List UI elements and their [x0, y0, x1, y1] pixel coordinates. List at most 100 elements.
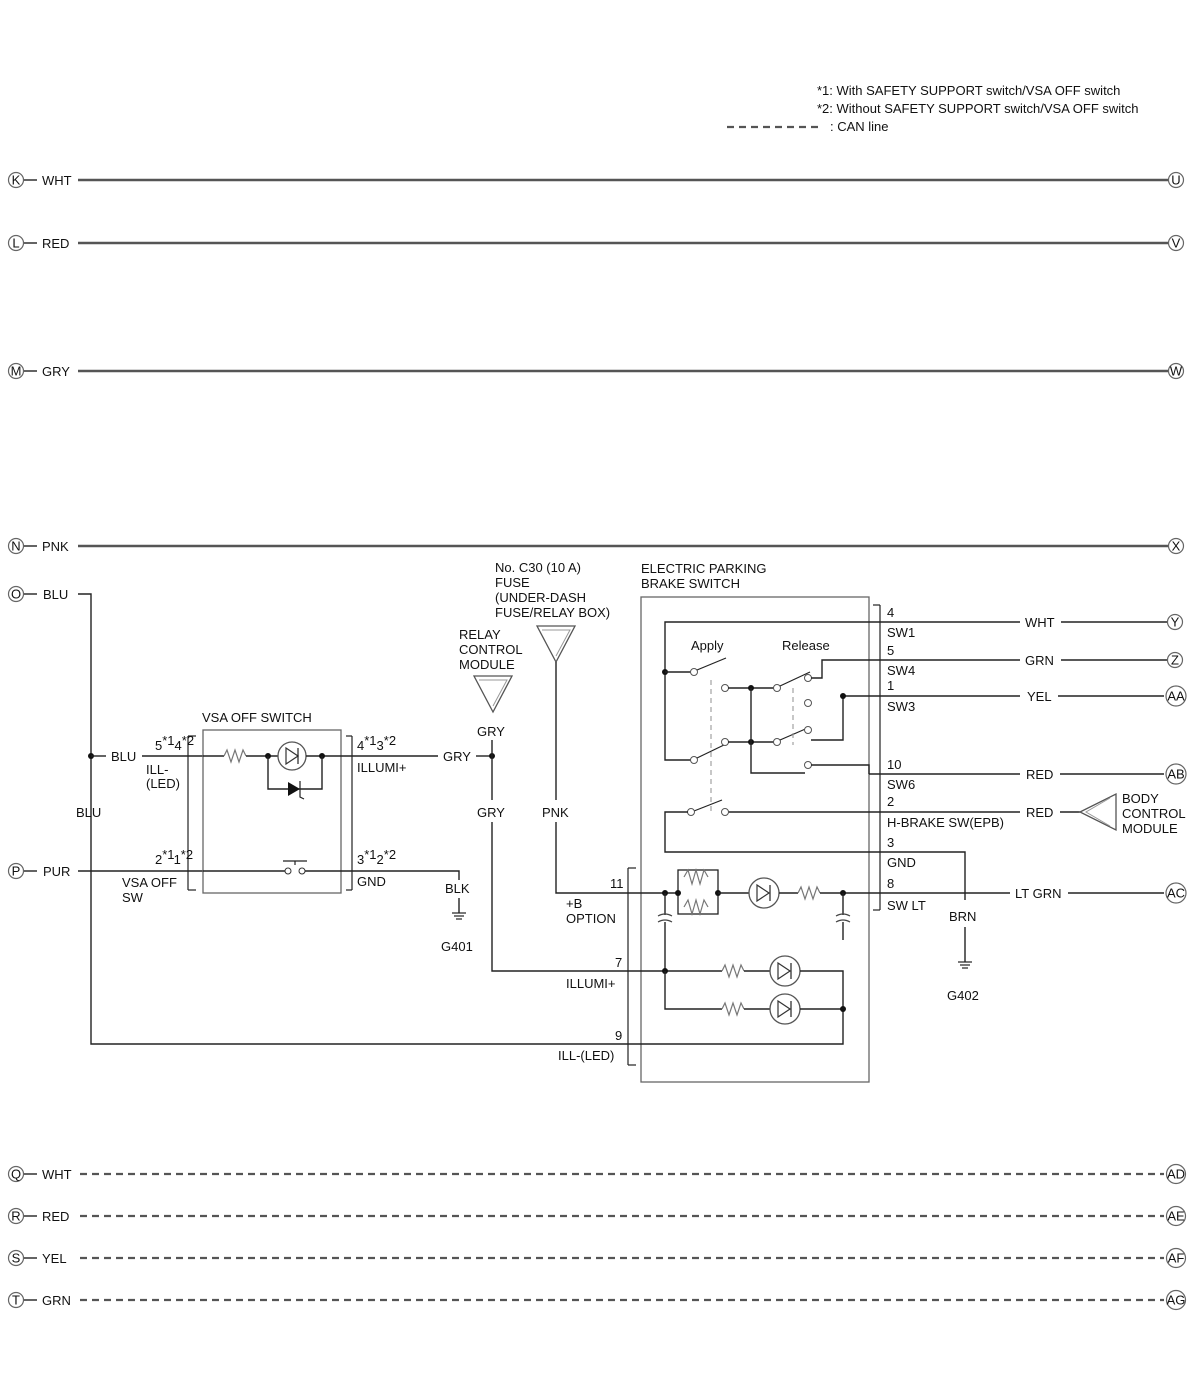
- connector-aa: [1165, 685, 1187, 707]
- connector-s-label: S: [12, 1251, 21, 1266]
- fuse-label-1: No. C30 (10 A): [495, 560, 581, 575]
- connector-n: [7, 537, 25, 555]
- epb-resistor-2: [683, 897, 709, 917]
- wire-gry-label-c: GRY: [477, 805, 505, 820]
- connector-ad: [1165, 1163, 1187, 1185]
- can-row-s-af: S YEL AF: [7, 1247, 1187, 1269]
- epb-junction-sw3: [840, 693, 846, 699]
- epb-release-contact-2: [804, 674, 812, 682]
- relay-module-symbol: [472, 675, 514, 714]
- epb-pin-7-name: ILLUMI+: [566, 976, 616, 991]
- connector-q: [7, 1165, 25, 1183]
- connector-ad-label: AD: [1167, 1167, 1185, 1182]
- wire-row-k-u: K WHT U: [7, 171, 1185, 189]
- connector-o-group: O BLU: [7, 585, 68, 603]
- vsa-pin-gnd: 3*12*2: [357, 847, 396, 867]
- epb-switch: ELECTRIC PARKING BRAKE SWITCH 11 +B OPTI…: [558, 561, 1187, 1083]
- epb-capacitor-left: [657, 913, 673, 923]
- relay-module-symbol-inner: [479, 679, 508, 707]
- wire-hbrake-color: RED: [1026, 805, 1053, 820]
- epb-sw3-internal: [811, 695, 869, 741]
- epb-pin-2: 2: [887, 794, 894, 809]
- wire-l-color: RED: [42, 236, 69, 251]
- connector-p: [7, 862, 25, 880]
- fuse-symbol: [535, 625, 577, 664]
- epb-release-contact-6: [804, 761, 812, 769]
- wire-gry-label-b: GRY: [477, 724, 505, 739]
- epb-pin-3: 3: [887, 835, 894, 850]
- vsa-pin-sw: 2*11*2: [155, 847, 193, 867]
- epb-led-icon: [748, 877, 780, 909]
- epb-pin-11-name-1: +B: [566, 896, 582, 911]
- connector-v-label: V: [1172, 236, 1181, 251]
- connector-w: [1167, 362, 1185, 380]
- wire-sw3-color: YEL: [1027, 689, 1052, 704]
- vsa-label-illumi-plus: ILLUMI+: [357, 760, 407, 775]
- epb-illumi-led-2-icon: [769, 993, 801, 1025]
- wire-blu-vertical-label: BLU: [76, 805, 101, 820]
- legend: *1: With SAFETY SUPPORT switch/VSA OFF s…: [727, 83, 1138, 134]
- fuse-label-2: FUSE: [495, 575, 530, 590]
- connector-ag: [1165, 1289, 1187, 1311]
- can-row-t-ag: T GRN AG: [7, 1289, 1187, 1311]
- epb-pin-10: 10: [887, 757, 901, 772]
- connector-r: [7, 1207, 25, 1225]
- connector-n-label: N: [11, 539, 20, 554]
- vsa-led-triangle: [285, 746, 300, 766]
- epb-pin7-branch: [664, 971, 722, 1010]
- connector-p-group: P PUR: [7, 862, 70, 880]
- wire-pnk-label: PNK: [542, 805, 569, 820]
- connector-q-label: Q: [11, 1167, 21, 1182]
- wire-gry-label-a: GRY: [443, 749, 471, 764]
- epb-illumi-led-2-triangle: [777, 999, 792, 1019]
- epb-led-triangle: [756, 883, 771, 903]
- connector-m: [7, 362, 25, 380]
- connector-ag-label: AG: [1167, 1293, 1186, 1308]
- vsa-pin-ill-minus: 5*14*2: [155, 733, 194, 753]
- epb-switch-body: [640, 596, 870, 1083]
- wire-vsa-gnd: [341, 870, 460, 880]
- connector-u: [1167, 171, 1185, 189]
- epb-pin-3-name: GND: [887, 855, 916, 870]
- epb-apply-contact-4: [721, 738, 729, 746]
- connector-z-label: Z: [1171, 653, 1179, 668]
- legend-note-1: *1: With SAFETY SUPPORT switch/VSA OFF s…: [817, 83, 1120, 98]
- epb-release-blade-1: [779, 671, 811, 687]
- epb-pin-5: 5: [887, 643, 894, 658]
- epb-release-contact-1: [773, 684, 781, 692]
- vsa-label-led: (LED): [146, 776, 180, 791]
- can-row-r-ae: R RED AE: [7, 1205, 1187, 1227]
- wire-o-color: BLU: [43, 587, 68, 602]
- connector-aa-label: AA: [1167, 689, 1185, 704]
- body-control-module-symbol: [1078, 792, 1117, 832]
- epb-apply-blade-2: [696, 743, 727, 759]
- epb-resistor-4: [721, 963, 745, 979]
- epb-pin-9-name: ILL-(LED): [558, 1048, 614, 1063]
- epb-pin-9: 9: [615, 1028, 622, 1043]
- connector-u-label: U: [1171, 173, 1180, 188]
- vsa-off-switch: VSA OFF SWITCH 5*14*2 ILL- (LED) 2*11*2 …: [122, 710, 407, 905]
- connector-ab-label: AB: [1167, 767, 1184, 782]
- wire-sw4-color: GRN: [1025, 653, 1054, 668]
- connector-p-label: P: [12, 864, 21, 879]
- connector-r-label: R: [11, 1209, 20, 1224]
- wire-row-l-v: L RED V: [7, 234, 1185, 252]
- epb-resistor-5: [721, 1001, 745, 1017]
- ground-g402-icon: [958, 961, 972, 969]
- relay-control-module: RELAY CONTROL MODULE GRY GRY: [459, 627, 632, 972]
- wire-sw6-color: RED: [1026, 767, 1053, 782]
- epb-pin-8-name: SW LT: [887, 898, 926, 913]
- connector-k: [7, 171, 25, 189]
- epb-sw1-internal: [664, 621, 869, 761]
- wire-k-color: WHT: [42, 173, 72, 188]
- relay-label-2: CONTROL: [459, 642, 523, 657]
- epb-pin-2-name: H-BRAKE SW(EPB): [887, 815, 1004, 830]
- ground-g402-label: G402: [947, 988, 979, 1003]
- vsa-pin-illumi-plus: 4*13*2: [357, 733, 396, 753]
- vsa-switch-title: VSA OFF SWITCH: [202, 710, 312, 725]
- epb-pin-11-name-2: OPTION: [566, 911, 616, 926]
- wire-brn-label: BRN: [949, 909, 976, 924]
- connector-x: [1167, 537, 1185, 555]
- vsa-sw-contact-a: [284, 867, 292, 875]
- epb-release-contact-5: [804, 726, 812, 734]
